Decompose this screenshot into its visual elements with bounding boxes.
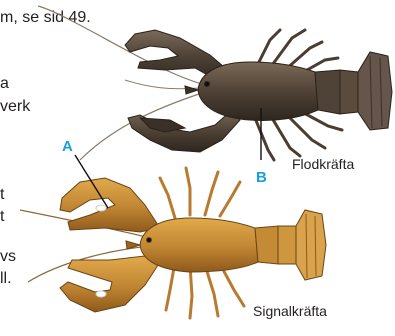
flodkrafta-crayfish xyxy=(38,6,392,160)
signalkrafta-crayfish xyxy=(20,168,326,318)
caption-signalkrafta: Signalkräfta xyxy=(253,303,327,319)
caption-flodkrafta: Flodkräfta xyxy=(292,156,354,172)
callout-label-a: A xyxy=(62,139,73,155)
callout-label-b: B xyxy=(256,170,267,186)
